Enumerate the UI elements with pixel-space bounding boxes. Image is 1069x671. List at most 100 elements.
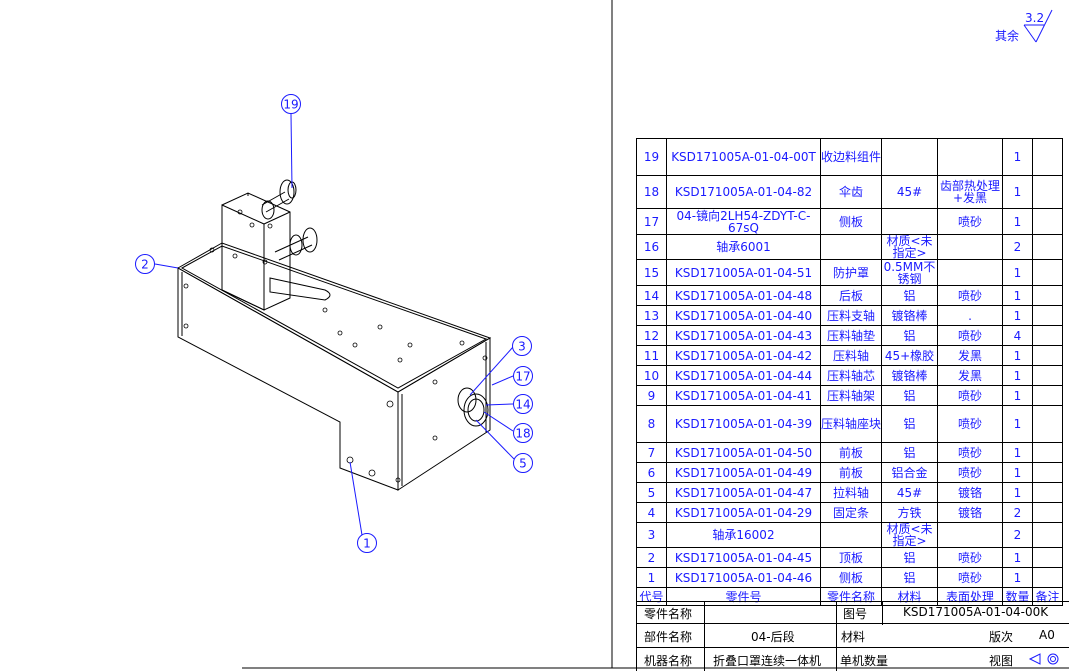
bom-header-no: 代号 xyxy=(636,587,667,606)
bom-cell-name: 压料轴架 xyxy=(820,385,882,406)
bom-cell-note xyxy=(1032,234,1063,260)
revision: A0 xyxy=(1039,628,1055,642)
assembly-label: 部件名称 xyxy=(644,630,693,644)
svg-text:14: 14 xyxy=(515,398,530,412)
bom-cell-part-no: KSD171005A-01-04-45 xyxy=(666,547,821,568)
bom-cell-surface xyxy=(937,138,1003,176)
bom-cell-name xyxy=(820,522,882,548)
svg-text:19: 19 xyxy=(283,98,298,112)
bom-cell-no: 12 xyxy=(636,325,667,346)
bom-cell-note xyxy=(1032,175,1063,209)
bom-cell-material: 铝 xyxy=(881,405,938,443)
bom-cell-surface xyxy=(937,259,1003,286)
bom-cell-surface: 喷砂 xyxy=(937,567,1003,588)
bom-cell-surface: 喷砂 xyxy=(937,285,1003,306)
bom-cell-name: 压料轴垫 xyxy=(820,325,882,346)
bom-header-part-no: 零件号 xyxy=(666,587,821,606)
bom-cell-surface: 喷砂 xyxy=(937,405,1003,443)
drawing-no-label: 图号 xyxy=(843,607,868,621)
balloon-3: 3 xyxy=(512,336,532,356)
material-label: 材料 xyxy=(841,630,866,644)
bom-cell-note xyxy=(1032,365,1063,386)
bom-cell-material: 材质<未指定> xyxy=(881,234,938,260)
bom-cell-name: 压料支轴 xyxy=(820,305,882,326)
bom-cell-material: 镀铬棒 xyxy=(881,305,938,326)
bom-cell-qty: 1 xyxy=(1002,547,1033,568)
bom-cell-name: 防护罩 xyxy=(820,259,882,286)
bom-cell-no: 6 xyxy=(636,462,667,483)
bom-cell-qty: 2 xyxy=(1002,522,1033,548)
drawing-no: KSD171005A-01-04-00K xyxy=(903,605,1049,619)
bom-cell-surface: 镀铬 xyxy=(937,502,1003,523)
part-name-label: 零件名称 xyxy=(644,607,693,621)
bom-cell-part-no: KSD171005A-01-04-43 xyxy=(666,325,821,346)
bom-cell-no: 7 xyxy=(636,442,667,463)
bom-cell-name: 压料轴芯 xyxy=(820,365,882,386)
svg-text:1: 1 xyxy=(363,537,371,551)
bom-cell-name xyxy=(820,234,882,260)
bom-cell-name: 压料轴座块 xyxy=(820,405,882,443)
bom-cell-note xyxy=(1032,285,1063,306)
bom-cell-name: 收边料组件 xyxy=(820,138,882,176)
bom-cell-note xyxy=(1032,385,1063,406)
bom-cell-part-no: 轴承6001 xyxy=(666,234,821,260)
balloon-14: 14 xyxy=(513,394,533,414)
qty-label: 单机数量 xyxy=(840,654,889,668)
holes xyxy=(183,209,488,483)
bom-cell-note xyxy=(1032,462,1063,483)
bom-cell-no: 9 xyxy=(636,385,667,406)
bom-cell-part-no: KSD171005A-01-04-50 xyxy=(666,442,821,463)
bom-cell-qty: 1 xyxy=(1002,405,1033,443)
bom-cell-qty: 2 xyxy=(1002,502,1033,523)
balloon-2: 2 xyxy=(135,254,155,274)
bom-cell-material xyxy=(881,208,938,235)
svg-text:3: 3 xyxy=(518,340,526,354)
bom-cell-qty: 1 xyxy=(1002,482,1033,503)
roughness-label: 其余 xyxy=(995,29,1020,43)
bom-cell-part-no: KSD171005A-01-04-46 xyxy=(666,567,821,588)
bom-cell-material: 铝 xyxy=(881,442,938,463)
bom-header-note: 备注 xyxy=(1032,587,1063,606)
bom-cell-note xyxy=(1032,305,1063,326)
bom-cell-surface: 喷砂 xyxy=(937,462,1003,483)
revision-label: 版次 xyxy=(989,630,1014,644)
bom-cell-note xyxy=(1032,567,1063,588)
bom-cell-surface: 发黑 xyxy=(937,345,1003,366)
bom-cell-note xyxy=(1032,138,1063,176)
bom-cell-part-no: KSD171005A-01-04-82 xyxy=(666,175,821,209)
bom-cell-no: 2 xyxy=(636,547,667,568)
bom-header-surface: 表面处理 xyxy=(937,587,1003,606)
bom-cell-note xyxy=(1032,405,1063,443)
bom-cell-surface: 发黑 xyxy=(937,365,1003,386)
bom-cell-surface: . xyxy=(937,305,1003,326)
bom-cell-surface: 喷砂 xyxy=(937,442,1003,463)
bom-cell-name: 后板 xyxy=(820,285,882,306)
bom-cell-qty: 1 xyxy=(1002,208,1033,235)
bom-cell-qty: 1 xyxy=(1002,285,1033,306)
bom-cell-part-no: KSD171005A-01-04-41 xyxy=(666,385,821,406)
bom-cell-name: 压料轴 xyxy=(820,345,882,366)
bom-cell-note xyxy=(1032,522,1063,548)
bom-cell-note xyxy=(1032,482,1063,503)
bom-cell-surface: 镀铬 xyxy=(937,482,1003,503)
bom-cell-material: 铝 xyxy=(881,285,938,306)
bom-cell-qty: 2 xyxy=(1002,234,1033,260)
bom-cell-note xyxy=(1032,345,1063,366)
bom-cell-no: 10 xyxy=(636,365,667,386)
bom-cell-name: 前板 xyxy=(820,442,882,463)
balloon-17: 17 xyxy=(513,366,533,386)
balloon-5: 5 xyxy=(513,453,533,473)
roughness-symbol xyxy=(1023,9,1053,43)
bom-cell-material: 铝 xyxy=(881,325,938,346)
